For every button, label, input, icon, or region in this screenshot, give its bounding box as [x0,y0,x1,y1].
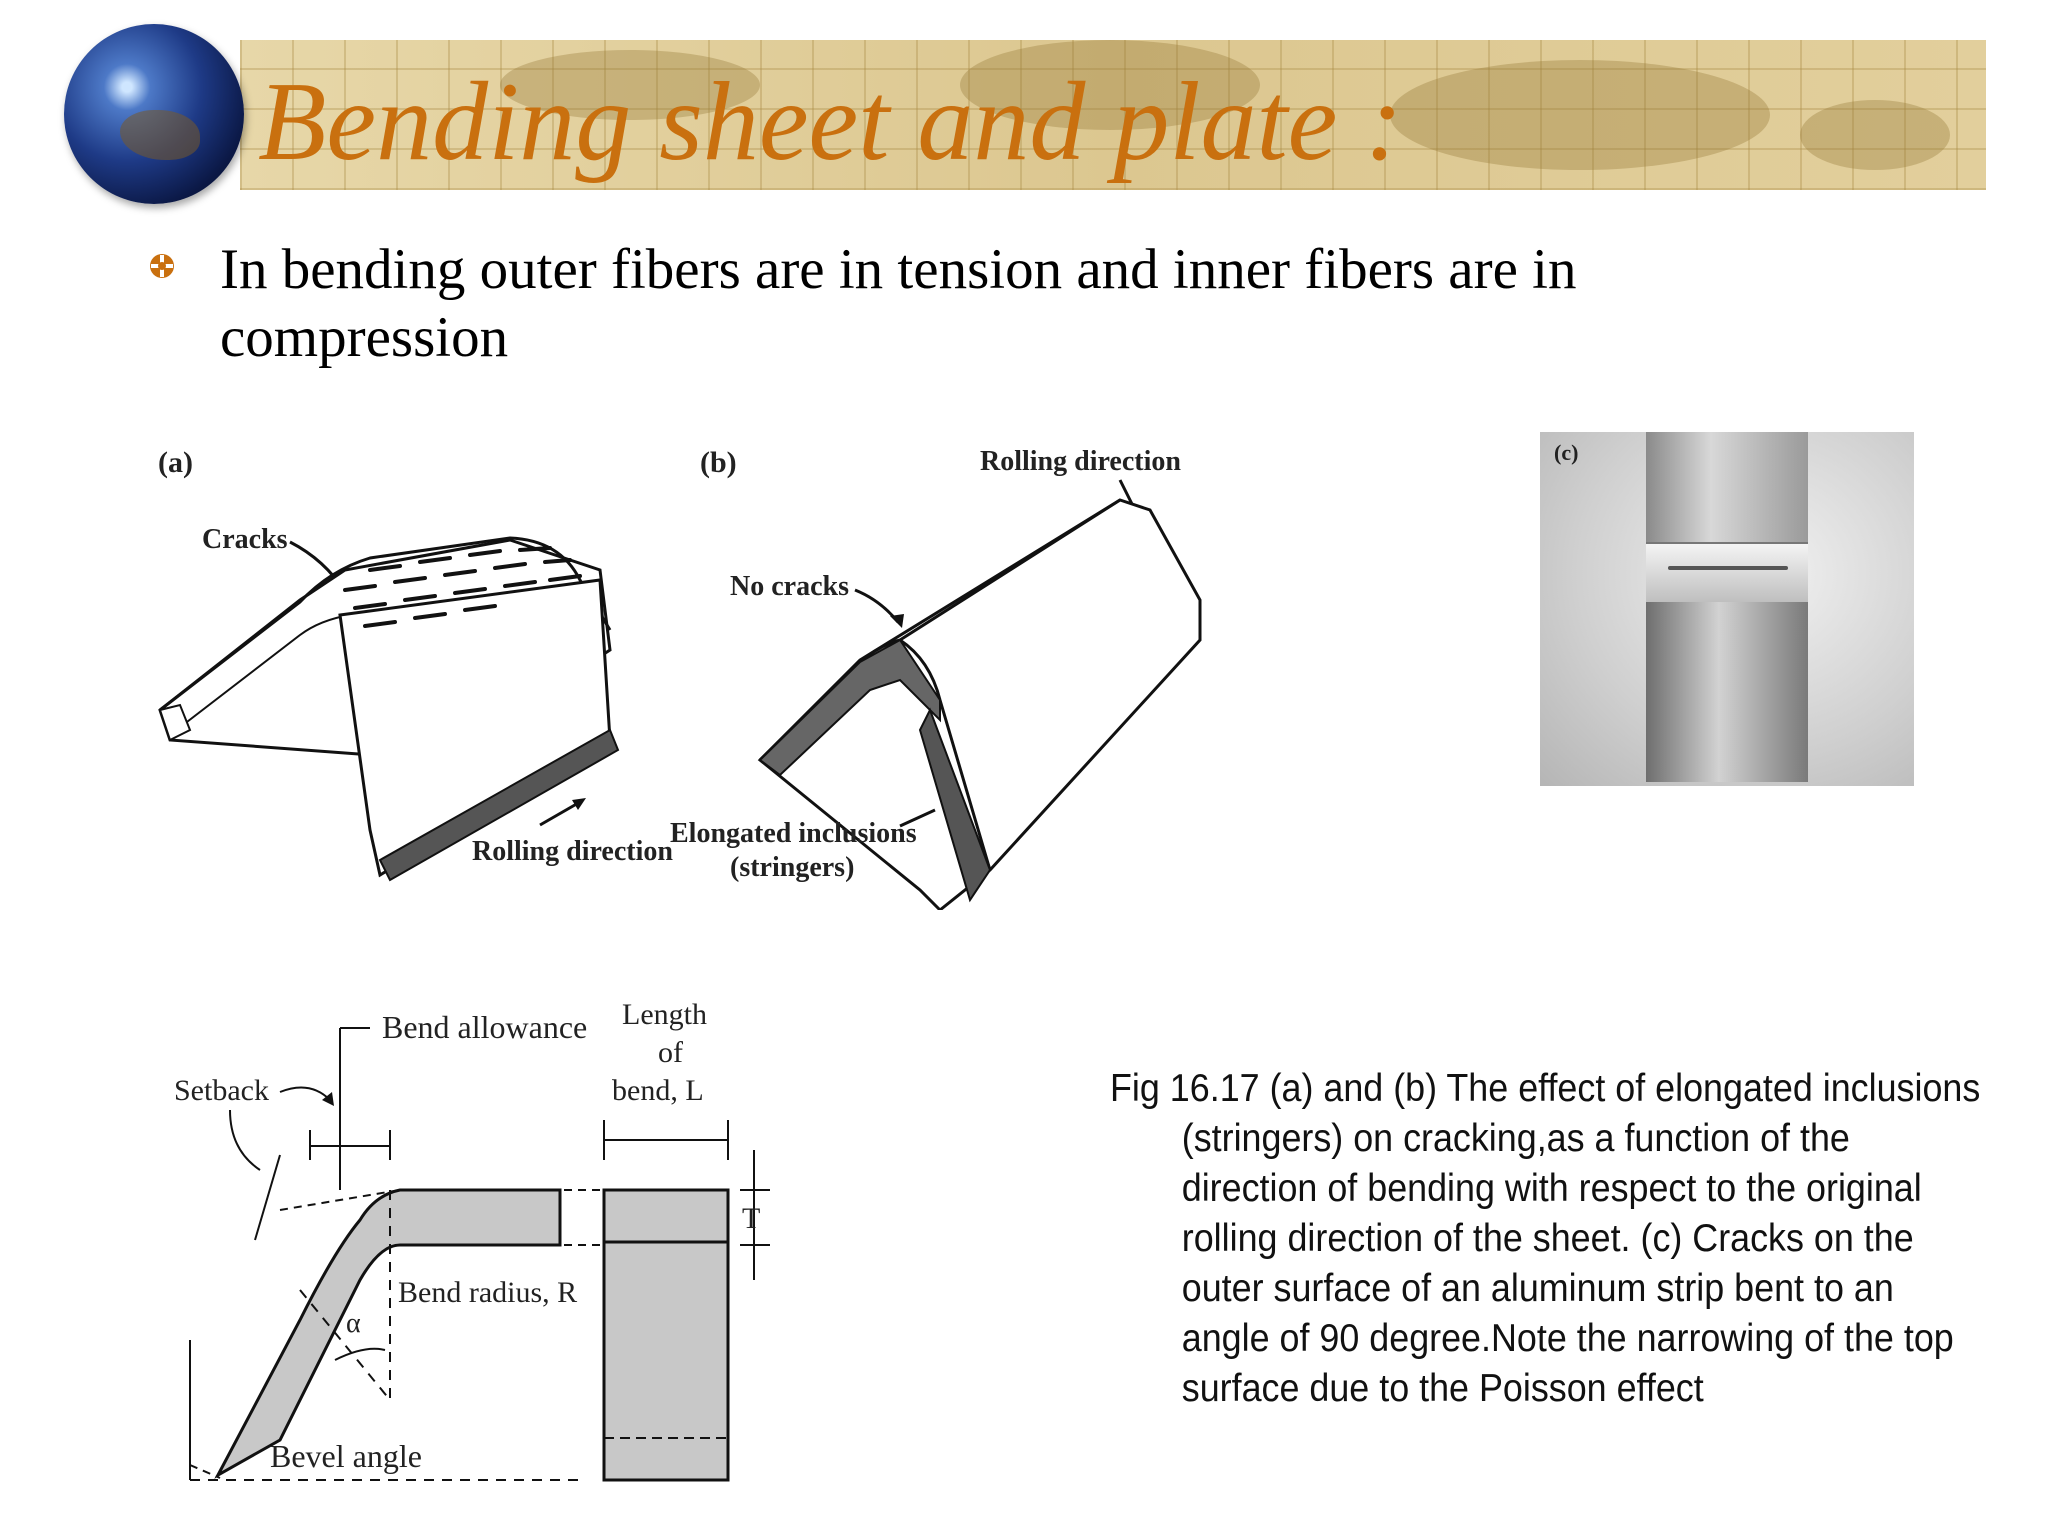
figure-caption: Fig 16.17 (a) and (b) The effect of elon… [1110,1067,1981,1410]
strip-bend [1646,542,1808,604]
cracks-label: Cracks [202,524,288,555]
strip-top [1646,432,1808,542]
inclusions-label: Elongated inclusions [670,818,917,849]
bend-radius-label: Bend radius, R [398,1276,577,1309]
length-label-3: bend, L [612,1074,704,1107]
map-continent [1390,60,1770,170]
thickness-label: T [742,1202,760,1235]
panel-b-label: (b) [700,446,737,479]
stringers-label: (stringers) [730,852,854,883]
panel-c-label: (c) [1554,440,1579,465]
panel-a-label: (a) [158,446,193,479]
map-continent [960,40,1260,130]
strip-bottom [1646,602,1808,782]
bend-diagram: Bend allowance Length of bend, L Setback… [174,998,770,1482]
length-label-2: of [658,1036,683,1069]
aluminum-strip-photo: (c) [1540,432,1914,786]
map-continent [1800,100,1950,170]
rolling-direction-b-label: Rolling direction [980,446,1181,477]
bevel-angle-label: Bevel angle [270,1438,422,1474]
title-banner [240,40,1986,190]
setback-label: Setback [174,1074,269,1107]
map-continent [500,50,760,120]
figure-ab: (a) Cracks Rolling direction (b) Rolling… [158,446,1202,910]
rolling-direction-a-label: Rolling direction [472,836,673,867]
length-label-1: Length [622,998,707,1031]
bullet-text: In bending outer fibers are in tension a… [220,238,1577,369]
page-title: Bending sheet and plate : [258,60,1403,184]
bend-allowance-label: Bend allowance [382,1009,587,1045]
bullet-icon [150,254,174,278]
no-cracks-label: No cracks [730,571,849,602]
crack-line [1668,566,1788,570]
alpha-label: α [346,1308,361,1339]
globe-land [120,110,200,160]
